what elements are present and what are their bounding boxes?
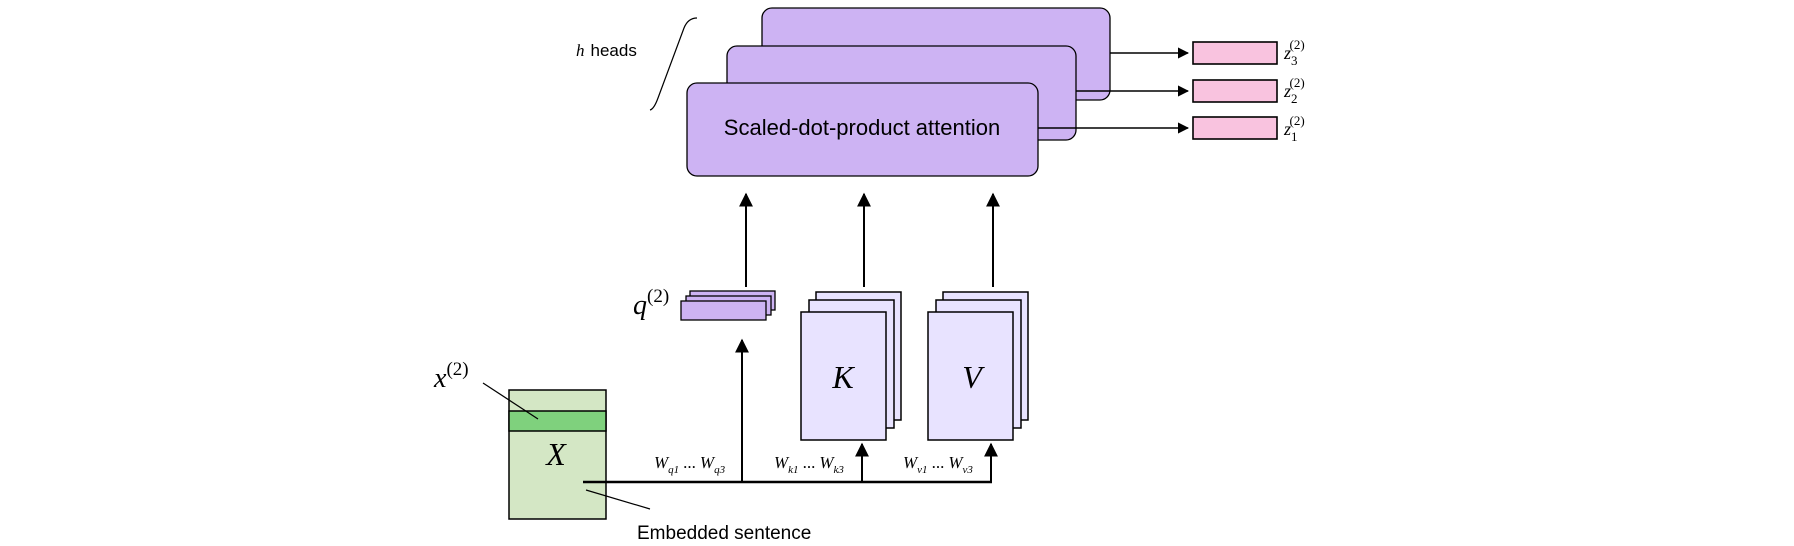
- x-row-2: [508, 410, 607, 432]
- z2-box: [1192, 79, 1278, 103]
- heads-brace: [649, 17, 698, 111]
- z3-label: z3(2): [1283, 37, 1305, 68]
- k-label: K: [831, 359, 855, 395]
- attention-head-1: [686, 82, 1039, 177]
- x-matrix-label: X: [544, 436, 567, 472]
- z3-box: [1192, 41, 1278, 65]
- x-row-label: x(2): [433, 359, 469, 394]
- wq-weights-label: Wq1...Wq3: [654, 453, 726, 476]
- wv-weights-label: Wv1...Wv3: [903, 453, 973, 476]
- z1-box: [1192, 116, 1278, 140]
- v-matrix-1: [927, 311, 1014, 441]
- v-label: V: [962, 359, 985, 395]
- query-label: q(2): [633, 286, 669, 321]
- embedded-sentence-caption: Embedded sentence: [637, 523, 811, 544]
- wk-weights-label: Wk1...Wk3: [774, 453, 844, 476]
- k-matrix-1: [800, 311, 887, 441]
- z2-label: z2(2): [1283, 75, 1305, 106]
- attention-label: Scaled-dot-product attention: [724, 115, 1000, 140]
- x-row-pointer: [482, 382, 539, 420]
- caption-pointer: [585, 489, 651, 510]
- query-vector-1: [680, 300, 767, 321]
- z1-label: z1(2): [1283, 113, 1305, 144]
